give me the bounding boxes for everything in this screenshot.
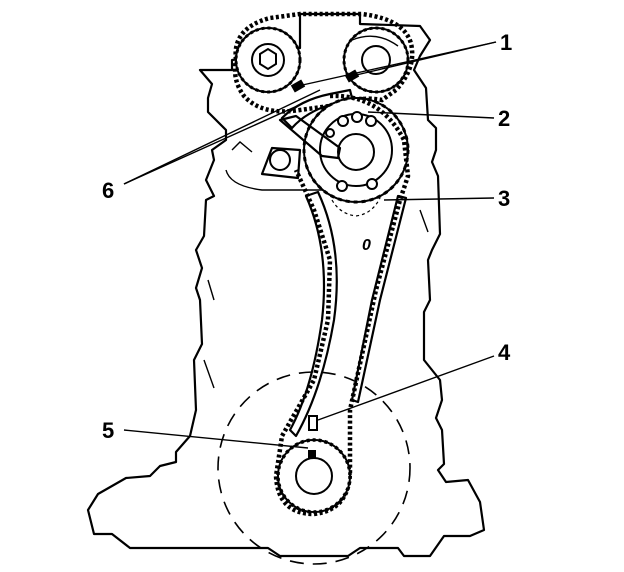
callout-1: 1 bbox=[500, 30, 512, 55]
leader-4 bbox=[317, 355, 495, 421]
engine-block-outline bbox=[86, 12, 486, 558]
left-camshaft-sprocket bbox=[234, 26, 302, 94]
tensioner-pivot bbox=[269, 149, 291, 171]
callout-5: 5 bbox=[102, 418, 114, 443]
callout-6: 6 bbox=[102, 178, 114, 203]
block-inner-line-3 bbox=[419, 209, 429, 233]
leader-3 bbox=[383, 197, 495, 201]
crankshaft-sprocket bbox=[276, 438, 352, 514]
block-inner-line-5 bbox=[203, 359, 215, 389]
balance-sprocket-teeth bbox=[331, 197, 381, 217]
leader-2 bbox=[367, 111, 495, 119]
leader-6a bbox=[123, 101, 307, 185]
guide-bolt-mark: 0 bbox=[362, 237, 371, 254]
leader-1b bbox=[351, 41, 497, 77]
intermediate-sprocket bbox=[302, 96, 410, 204]
upper-timing-chain bbox=[232, 11, 415, 114]
crank-keyway bbox=[308, 450, 316, 458]
block-inner-line-4 bbox=[207, 279, 215, 301]
right-camshaft-sprocket bbox=[342, 26, 410, 94]
leader-5 bbox=[123, 429, 309, 449]
callout-3: 3 bbox=[498, 186, 510, 211]
leader-lines bbox=[123, 41, 497, 449]
callout-2: 2 bbox=[498, 106, 510, 131]
leader-6b bbox=[123, 89, 321, 185]
block-inner-line-2 bbox=[231, 141, 253, 153]
tensioner-body bbox=[260, 146, 302, 180]
timing-mark-chain-link bbox=[308, 415, 318, 431]
block-inner-line bbox=[225, 169, 330, 191]
lower-chain-guide-left bbox=[288, 190, 338, 438]
callout-4: 4 bbox=[498, 340, 511, 365]
chain-tensioner-arm bbox=[278, 114, 342, 160]
chain-guide-right bbox=[350, 194, 408, 404]
crankshaft-dashed-circle bbox=[217, 371, 411, 565]
